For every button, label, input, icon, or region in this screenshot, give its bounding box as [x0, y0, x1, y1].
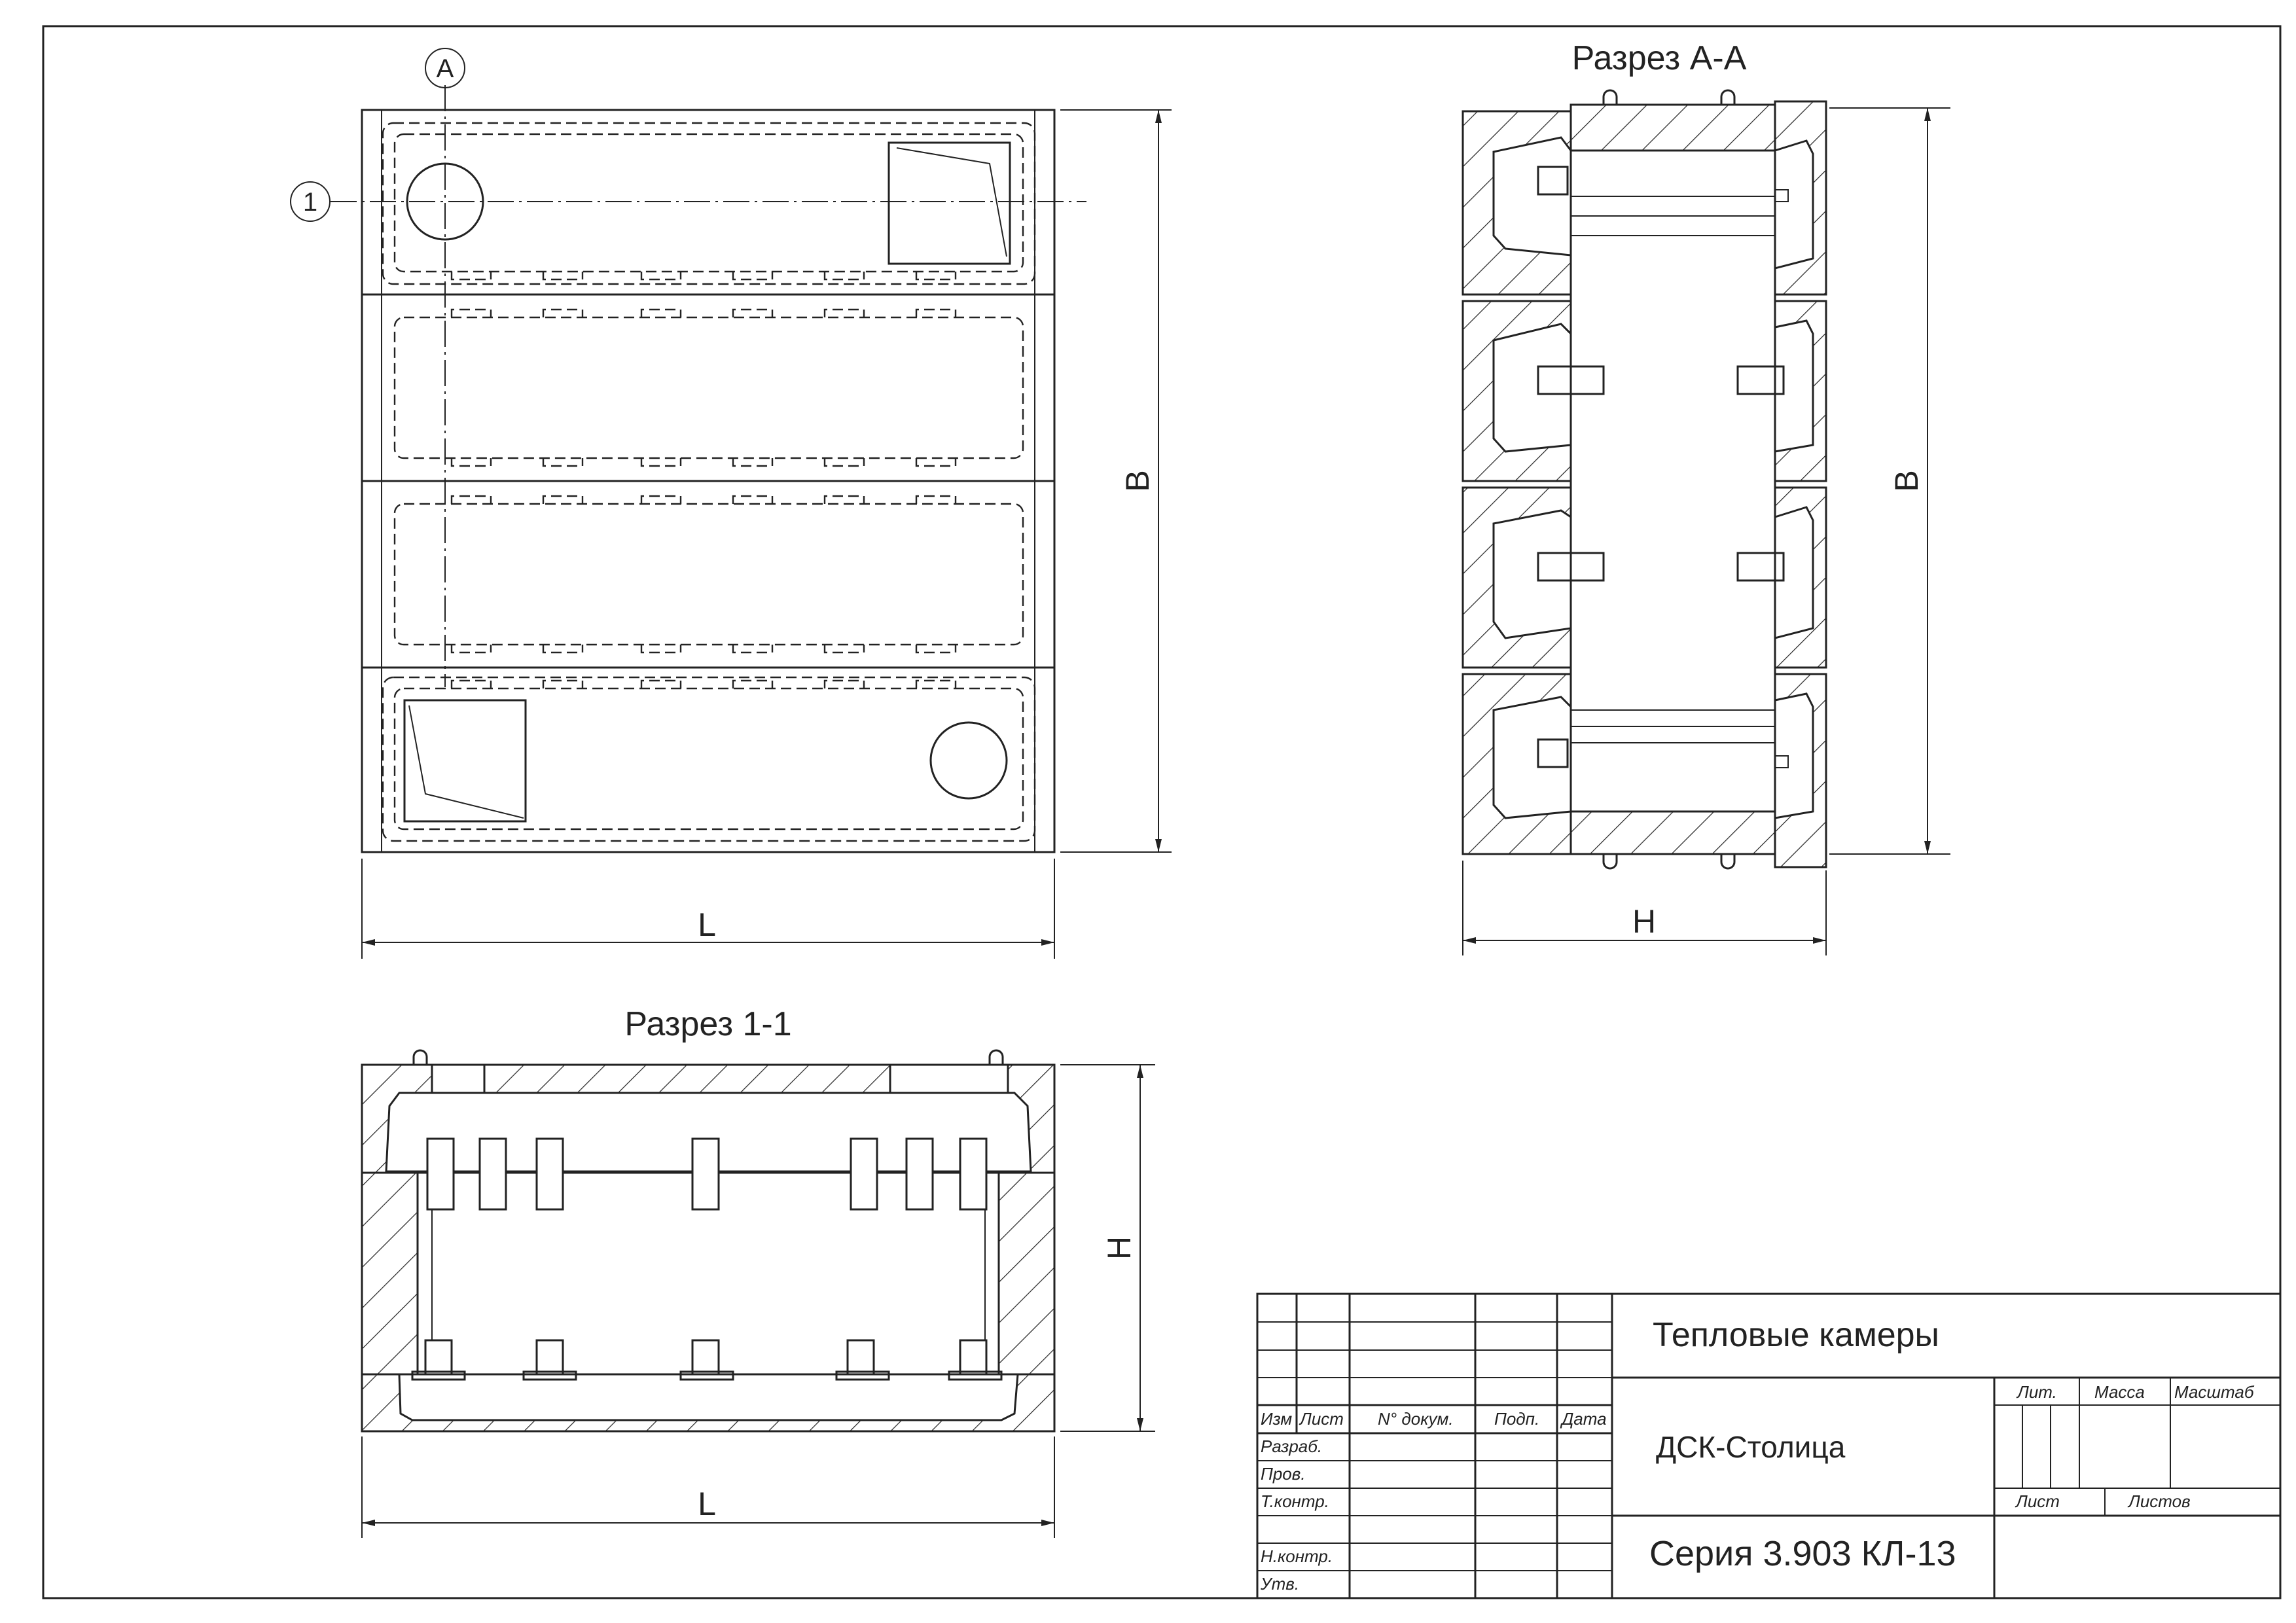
- tb-stamp-sheets: Листов: [2127, 1491, 2191, 1511]
- s11-dim-h: H: [1101, 1236, 1138, 1260]
- tb-role-checked: Пров.: [1261, 1464, 1306, 1484]
- hatch-circle-bottom: [929, 721, 1008, 800]
- section-aa-view: Разрез А-А: [1462, 39, 1950, 955]
- title-block: Изм Лист N° докум. Подп. Дата Разраб. Пр…: [1256, 1293, 2282, 1599]
- tb-header-list: Лист: [1299, 1409, 1344, 1429]
- aa-dim-b: B: [1888, 470, 1925, 491]
- tb-role-tech-control: Т.контр.: [1261, 1491, 1329, 1511]
- tb-header-doc: N° докум.: [1378, 1409, 1454, 1429]
- section-11-view: Разрез 1-1: [361, 1005, 1155, 1538]
- tb-stamp-scale: Масштаб: [2174, 1382, 2255, 1402]
- tb-stamp-lit: Лит.: [2016, 1382, 2057, 1402]
- tb-stamp-sheet: Лист: [2015, 1491, 2060, 1511]
- plan-view: А 1 L B: [290, 48, 1172, 959]
- plan-dim-l: L: [698, 906, 716, 943]
- section-aa-title: Разрез А-А: [1572, 39, 1747, 77]
- aa-dim-h: H: [1632, 903, 1656, 940]
- tb-role-approved: Утв.: [1260, 1574, 1299, 1594]
- marker-a-circle: [425, 48, 465, 88]
- tb-stamp-mass: Масса: [2094, 1382, 2145, 1402]
- marker-a-label: А: [437, 54, 454, 83]
- tb-role-norm-control: Н.контр.: [1261, 1546, 1333, 1566]
- tb-header-izm: Изм: [1261, 1409, 1292, 1429]
- tb-role-developed: Разраб.: [1261, 1436, 1322, 1456]
- tb-organization: ДСК-Столица: [1656, 1430, 1846, 1464]
- hatch-square-bottom: [403, 699, 527, 823]
- tb-header-sign: Подп.: [1494, 1409, 1539, 1429]
- s11-dim-l: L: [698, 1486, 716, 1522]
- sheet-border: [42, 25, 2282, 1599]
- tb-title: Тепловые камеры: [1653, 1316, 1939, 1354]
- tb-header-date: Дата: [1560, 1409, 1607, 1429]
- hatch-square-top: [888, 141, 1011, 265]
- section-11-title: Разрез 1-1: [624, 1005, 791, 1043]
- tb-series: Серия 3.903 КЛ-13: [1649, 1534, 1956, 1573]
- plan-dim-b: B: [1119, 470, 1156, 491]
- marker-1-label: 1: [303, 188, 317, 217]
- marker-1-circle: [290, 181, 331, 222]
